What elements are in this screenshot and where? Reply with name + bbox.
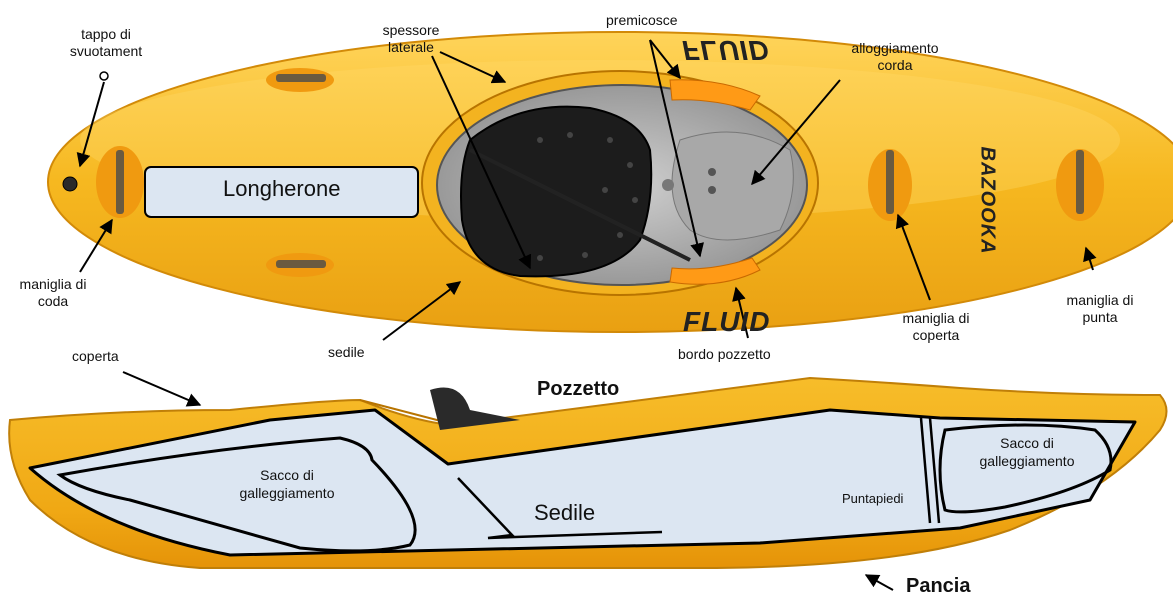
label-longherone: Longherone — [223, 180, 340, 197]
label-coperta: coperta — [72, 348, 119, 365]
label-premicosce: premicosce — [606, 12, 678, 29]
label-pozzetto: Pozzetto — [537, 381, 619, 398]
label-bordo-pozzetto: bordo pozzetto — [678, 346, 771, 363]
brand-top: FLUID — [682, 34, 769, 66]
deck-handle — [868, 149, 912, 221]
footrest-block — [672, 132, 793, 240]
label-sedile-top: sedile — [328, 344, 365, 361]
bow-handle — [1056, 149, 1104, 221]
side-view — [9, 372, 1166, 590]
rope-screw-2 — [708, 186, 716, 194]
label-sacco-right: Sacco digalleggiamento — [957, 434, 1097, 470]
stern-handle — [96, 146, 144, 218]
model-logo: BAZOOKA — [976, 147, 999, 217]
label-puntapiedi: Puntapiedi — [842, 490, 903, 507]
label-maniglia-coda: maniglia dicoda — [8, 276, 98, 310]
top-view — [48, 32, 1173, 340]
rope-screw-1 — [708, 168, 716, 176]
label-maniglia-coperta: maniglia dicoperta — [886, 310, 986, 344]
label-tappo: tappo disvuotament — [46, 26, 166, 60]
label-sedile-side: Sedile — [534, 504, 595, 521]
brand-bottom: FLUID — [683, 306, 770, 338]
label-spessore: spessorelaterale — [356, 22, 466, 56]
drain-plug — [63, 177, 77, 191]
label-sacco-left: Sacco digalleggiamento — [212, 466, 362, 502]
tappo-marker — [100, 72, 108, 80]
label-alloggiamento: alloggiamentocorda — [840, 40, 950, 74]
center-bolt — [662, 179, 674, 191]
label-pancia: Pancia — [906, 578, 970, 595]
label-maniglia-punta: maniglia dipunta — [1050, 292, 1150, 326]
